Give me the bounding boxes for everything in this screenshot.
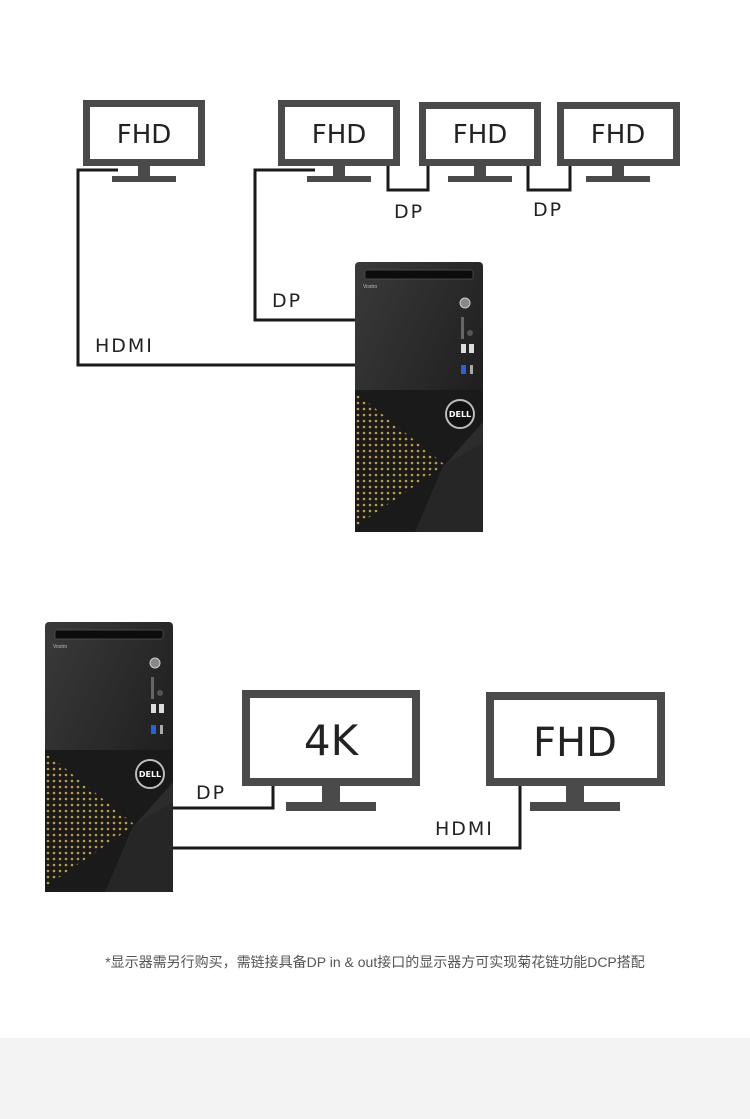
hdmi-label: HDMI [435,818,494,840]
dp-chain-label-1: DP [394,201,424,223]
cables-top [76,160,572,367]
dp-chain-cable-1 [386,160,430,192]
cables-bottom [173,782,522,850]
dp-chain-cable-2 [526,160,572,192]
monitor-fhd-1: FHD [83,100,205,182]
dp-chain-label-2: DP [533,199,563,221]
dp-cable [253,168,356,322]
monitor-4k: 4K [242,690,420,811]
monitor-label: FHD [117,120,172,150]
monitor-fhd: FHD [486,692,665,811]
hdmi-label: HDMI [95,335,154,357]
brand-text: Vostro [53,644,67,650]
desktop-tower-bottom: Vostro [44,621,174,893]
monitor-label: FHD [312,120,367,150]
footer-band [0,1038,750,1119]
dp-label: DP [272,290,302,312]
desktop-tower-top: Vostro [354,261,484,533]
monitor-fhd-4: FHD [557,102,680,182]
dp-cable [173,782,275,810]
monitor-label: 4K [304,716,360,765]
hdmi-cable [173,782,522,850]
monitor-label: FHD [453,120,508,150]
monitor-fhd-2: FHD [278,100,400,182]
brand-text: Vostro [363,284,377,290]
hdmi-cable [76,168,356,367]
footnote: *显示器需另行购买，需链接具备DP in & out接口的显示器方可实现菊花链功… [105,954,645,970]
monitor-label: FHD [533,720,617,766]
dp-label: DP [196,782,226,804]
monitor-label: FHD [591,120,646,150]
monitor-fhd-3: FHD [419,102,541,182]
